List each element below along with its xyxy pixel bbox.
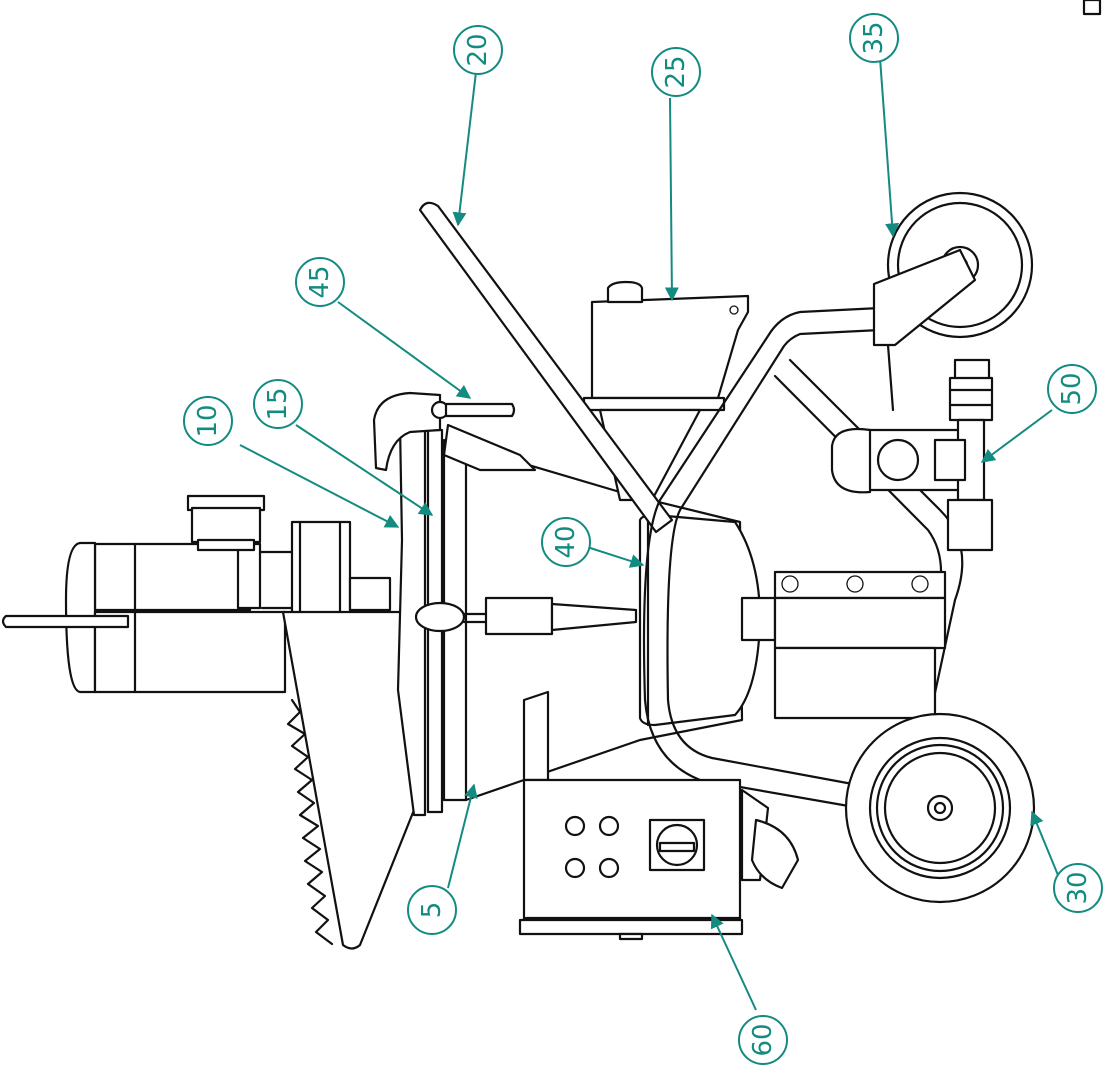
callout-5: 5: [407, 885, 457, 935]
serrated-base: [281, 610, 420, 950]
top-hood: [372, 391, 537, 472]
housing-flange: [396, 423, 444, 817]
push-handle: [418, 201, 674, 534]
locking-pin: [430, 400, 516, 420]
hose-coupling: [933, 358, 994, 552]
callout-40-label: 40: [551, 525, 581, 558]
callout-15: 15: [253, 379, 303, 429]
callout-50-label: 50: [1057, 372, 1087, 405]
callout-45-label: 45: [305, 265, 335, 298]
callout-5-label: 5: [417, 902, 447, 919]
electric-motor: [1, 494, 392, 694]
small-caster-wheel: [872, 191, 1034, 412]
callout-35: 35: [849, 13, 899, 63]
large-wheel: [844, 712, 1036, 904]
latch-lever: [414, 596, 638, 636]
callout-25: 25: [651, 47, 701, 97]
callout-20: 20: [453, 25, 503, 75]
callout-10-label: 10: [193, 404, 223, 437]
callout-40: 40: [541, 517, 591, 567]
callout-15-label: 15: [263, 387, 293, 420]
callout-60-label: 60: [748, 1023, 778, 1056]
callout-leaders: [239, 57, 1061, 1011]
callout-45: 45: [295, 257, 345, 307]
callout-30: 30: [1053, 863, 1103, 913]
sheet-corner-mark: [1082, 0, 1102, 16]
callout-20-label: 20: [463, 33, 493, 66]
callout-35-label: 35: [859, 21, 889, 54]
callout-25-label: 25: [661, 55, 691, 88]
callout-10: 10: [183, 396, 233, 446]
callout-60: 60: [738, 1015, 788, 1065]
callout-50: 50: [1047, 364, 1097, 414]
control-box: [518, 690, 800, 941]
callout-30-label: 30: [1063, 871, 1093, 904]
